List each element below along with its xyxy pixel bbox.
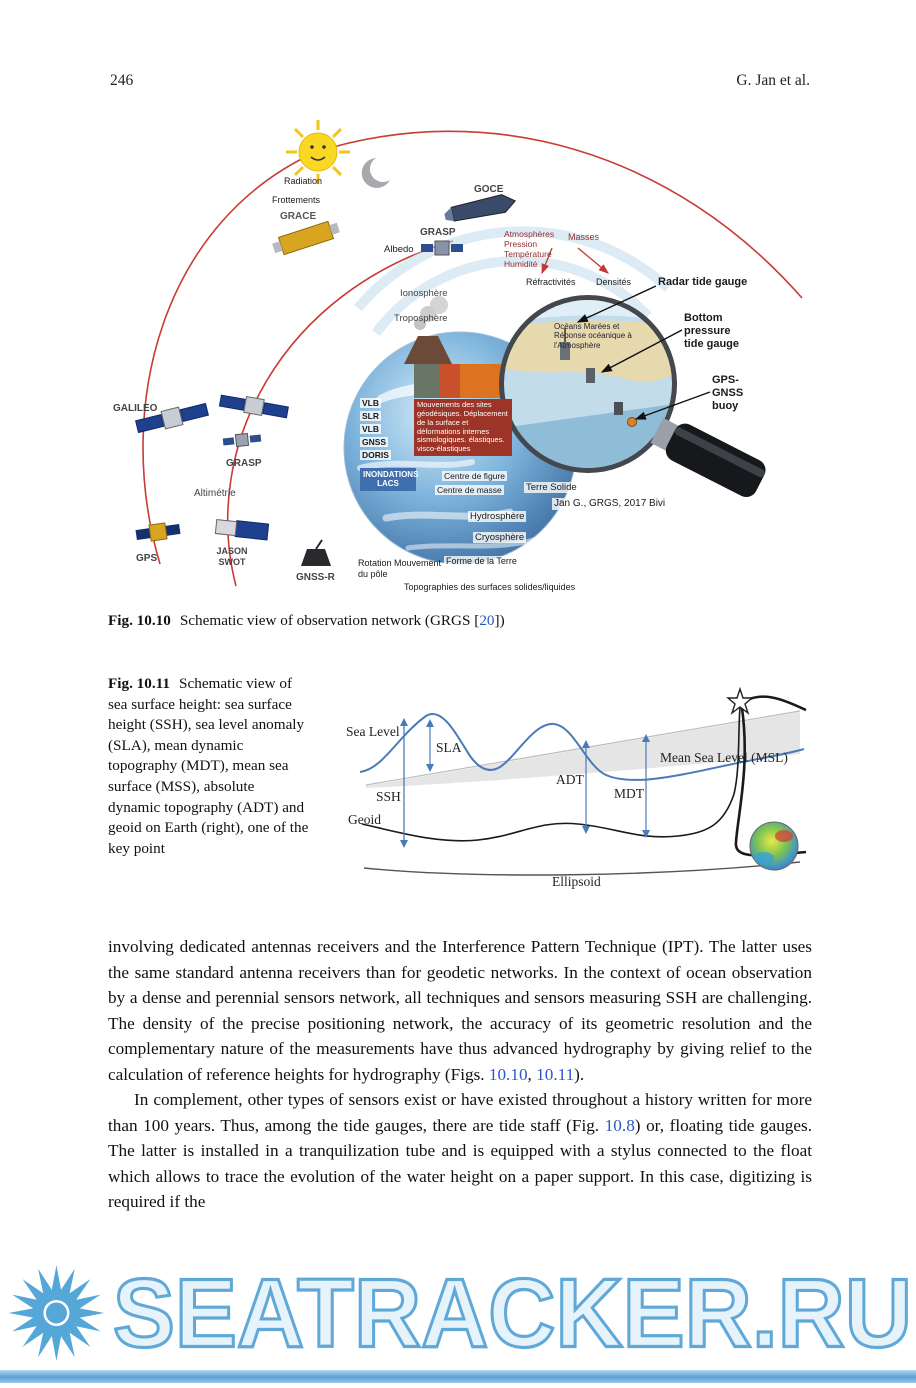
bottom-bar [0, 1370, 916, 1383]
label-gps-gnss-buoy: GPS-GNSS buoy [712, 374, 744, 412]
label-grasp-left: GRASP [226, 458, 262, 469]
label-credit: Jan G., GRGS, 2017 Bivi [552, 498, 668, 510]
caption-label: Fig. 10.11 [108, 675, 171, 692]
figure-10-10-caption: Fig. 10.10 Schematic view of observation … [108, 612, 812, 630]
label-goce: GOCE [474, 184, 504, 195]
label-rotation: Rotation Mouvement du pôle [358, 558, 442, 579]
running-title: G. Jan et al. [736, 72, 810, 89]
label-doris: DORIS [360, 450, 391, 461]
label-topographies: Topographies des surfaces solides/liquid… [404, 582, 576, 592]
paragraph-2-end: ) or, floating tide gauges. The latter i… [108, 1115, 813, 1212]
galileo-satellite-icon [218, 394, 289, 419]
label-densites: Densités [596, 277, 632, 287]
label-vlb-1: VLB [360, 398, 381, 409]
label-gnss-r: GNSS-R [296, 572, 335, 583]
label-hydrosphere: Hydrosphère [468, 511, 527, 523]
star-icon [726, 686, 754, 715]
label-masses: Masses [568, 232, 600, 242]
paragraph-1-text: involving dedicated antennas receivers a… [108, 937, 812, 1084]
label-inondations: INONDATIONS LACS [360, 468, 418, 491]
label-atmospheres: Atmosphères Pression Température Humidit… [504, 229, 555, 270]
label-refractivites: Réfractivités [526, 277, 576, 287]
link-fig-10-10[interactable]: 10.10 [488, 1064, 528, 1084]
label-altimetrie: Altimétrie [194, 488, 236, 499]
label-mdt: MDT [614, 786, 645, 801]
label-albedo: Albedo [384, 244, 414, 255]
sea-level-curve [359, 713, 805, 781]
label-ellipsoid: Ellipsoid [552, 874, 601, 889]
fig-10-10-illustration [135, 120, 803, 587]
label-gps: GPS [136, 553, 158, 564]
caption-text-end: ]) [494, 612, 505, 629]
watermark-text: SEATRACKER.RU [111, 1256, 913, 1368]
label-radar-tide-gauge: Radar tide gauge [658, 276, 748, 288]
label-centre-de-masse: Centre de masse [435, 485, 504, 496]
sun-icon [286, 120, 350, 184]
magnifier-icon [499, 295, 766, 498]
label-galileo: GALILEO [113, 403, 158, 414]
label-grace: GRACE [280, 211, 317, 222]
label-ionosphere: Ionosphère [400, 288, 448, 299]
label-terre-solide: Terre Solide [524, 482, 579, 494]
label-slr: SLR [360, 411, 381, 422]
figure-10-10: Radiation Frottements GRACE GOCE GRASP A… [108, 116, 810, 600]
gps-satellite-icon [135, 522, 181, 542]
label-sla: SLA [436, 740, 462, 755]
figure-10-11: Sea Level SLA SSH Geoid ADT MDT Mean Sea… [338, 674, 812, 910]
body-text: involving dedicated antennas receivers a… [108, 934, 812, 1215]
page-number: 246 [110, 72, 134, 89]
label-geoid: Geoid [348, 812, 381, 827]
label-sea-level: Sea Level [346, 724, 400, 739]
label-troposphere: Troposphère [394, 313, 448, 324]
label-cryosphere: Cryosphère [473, 532, 527, 544]
watermark: SEATRACKER.RU [6, 1256, 914, 1369]
volcano-icon [404, 296, 512, 398]
grasp-satellite-icon [222, 432, 262, 448]
label-adt: ADT [556, 772, 584, 787]
gnss-r-antenna-icon [301, 539, 331, 566]
label-gnss: GNSS [360, 437, 389, 448]
grace-satellite-icon [272, 220, 340, 256]
label-mouvements: Mouvements des sites géodésiques. Déplac… [414, 399, 512, 457]
paragraph-1: involving dedicated antennas receivers a… [108, 934, 812, 1087]
label-msl: Mean Sea Level (MSL) [660, 750, 788, 765]
grasp-satellite-icon [421, 240, 463, 256]
label-frottements: Frottements [272, 195, 321, 205]
ellipsoid-curve [363, 861, 801, 876]
label-centre-de-figure: Centre de figure [442, 471, 507, 482]
paragraph-2-text: In complement, other types of sensors ex… [108, 1090, 812, 1135]
galileo-satellite-icon [135, 402, 209, 434]
label-oceans: Océans Marées et Réponse océanique à l'A… [554, 322, 632, 350]
geoid-curve [361, 707, 741, 842]
atmosphere-arcs [354, 226, 672, 336]
paragraph-1-end: ). [574, 1064, 585, 1084]
fig-10-11-diagram: Sea Level SLA SSH Geoid ADT MDT Mean Sea… [346, 686, 807, 889]
label-forme-de-la-terre: Forme de la Terre [444, 556, 519, 567]
annotation-arrows [576, 285, 711, 420]
goce-satellite-icon [444, 194, 517, 222]
caption-text: Schematic view of sea surface height: se… [108, 675, 309, 857]
caption-text: Schematic view of observation network (G… [179, 612, 480, 629]
sunburst-icon [8, 1265, 105, 1361]
paragraph-1-sep: , [527, 1064, 537, 1084]
parameter-arrows [541, 247, 609, 275]
page-header: 246 G. Jan et al. [110, 72, 810, 90]
geoid-earth-icon [749, 821, 799, 871]
link-ref-20[interactable]: 20 [479, 612, 495, 629]
label-jason-swot: JASON SWOT [216, 546, 248, 567]
label-grasp-top: GRASP [420, 227, 456, 238]
link-fig-10-11[interactable]: 10.11 [536, 1064, 575, 1084]
label-radiation: Radiation [284, 176, 323, 186]
label-bottom-pressure-tide-gauge: Bottom pressure tide gauge [684, 312, 740, 350]
link-fig-10-8[interactable]: 10.8 [604, 1115, 635, 1135]
jason-swot-satellite-icon [214, 519, 270, 541]
moon-icon [361, 158, 390, 188]
caption-label: Fig. 10.10 [108, 612, 171, 629]
label-vlb-2: VLB [360, 424, 381, 435]
label-ssh: SSH [376, 789, 401, 804]
paragraph-2: In complement, other types of sensors ex… [108, 1087, 812, 1215]
